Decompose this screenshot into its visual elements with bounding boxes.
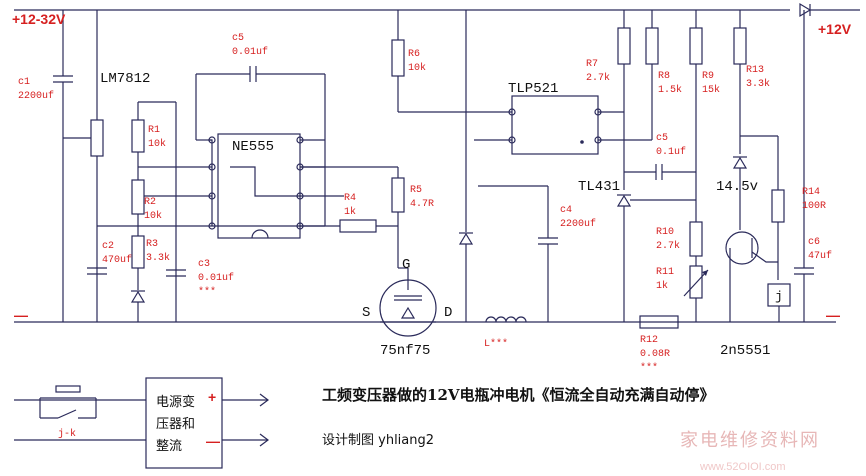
r12-value: 0.08R: [640, 349, 670, 360]
r9-resistor: [689, 27, 703, 65]
jk-label: j-k: [58, 428, 76, 440]
inductor: [485, 316, 527, 323]
r8-resistor: [645, 27, 659, 65]
r9-value: 15k: [702, 84, 720, 96]
c3-ref: c3: [198, 259, 210, 270]
lm7812-regulator: [90, 119, 104, 157]
psu-plus: +: [208, 389, 216, 405]
c1-ref: c1: [18, 77, 30, 88]
c5-value: 0.01uf: [232, 46, 268, 58]
zener-label: 14.5v: [716, 179, 758, 195]
designer-credit: 设计制图 yhliang2: [322, 433, 434, 448]
r4-value: 1k: [344, 206, 356, 218]
r14-resistor: [771, 189, 785, 223]
r8-value: 1.5k: [658, 84, 682, 96]
ne555-chip: [217, 133, 301, 239]
minus-left: —: [14, 307, 28, 323]
r9-ref: R9: [702, 71, 714, 82]
mosfet-pin-d: D: [444, 305, 452, 321]
tl431-label: TL431: [578, 179, 620, 195]
r8-ref: R8: [658, 71, 670, 82]
r1-resistor: [131, 119, 145, 153]
r2-ref: R2: [144, 197, 156, 208]
zener-diode-14v5: [732, 156, 748, 169]
mosfet-pin-g: G: [402, 257, 410, 273]
r11-value: 1k: [656, 280, 668, 292]
tlp521-label: TLP521: [508, 81, 558, 97]
psu-line1: 电源变: [156, 394, 195, 410]
c2-ref: c2: [102, 241, 114, 252]
mosfet-label: 75nf75: [380, 343, 430, 359]
psu-transformer-box: [145, 377, 223, 469]
input-voltage-label: +12-32V: [12, 11, 66, 27]
r7-value: 2.7k: [586, 72, 610, 84]
c5b-ref: c5: [656, 133, 668, 144]
c3-stars: ***: [198, 286, 216, 298]
zener-diode-left: [130, 290, 146, 303]
r13-resistor: [733, 27, 747, 65]
r2-resistor: [131, 179, 145, 215]
watermark-url: www.52OIOI.com: [699, 461, 786, 473]
r6-ref: R6: [408, 49, 420, 60]
r10-ref: R10: [656, 227, 674, 238]
r1-ref: R1: [148, 125, 160, 136]
r5-resistor: [391, 177, 405, 213]
r12-resistor: [639, 315, 679, 329]
c6-ref: c6: [808, 237, 820, 248]
r11-resistor: [689, 265, 703, 299]
psu-line3: 整流: [156, 439, 182, 454]
mosfet-pin-s: S: [362, 305, 370, 321]
freewheel-diode: [458, 232, 474, 245]
r3-ref: R3: [146, 239, 158, 250]
relay-label: j: [775, 289, 783, 304]
output-diode: [799, 2, 812, 18]
r3-resistor: [131, 235, 145, 269]
transistor-label: 2n5551: [720, 343, 770, 359]
c5-ref: c5: [232, 33, 244, 44]
diagram-title: 工频变压器做的12V电瓶冲电机《恒流全自动充满自动停》: [322, 386, 715, 404]
r4-ref: R4: [344, 193, 356, 204]
transistor-2n5551: [725, 231, 759, 265]
c4-value: 2200uf: [560, 218, 596, 230]
lm7812-label: LM7812: [100, 71, 150, 87]
c4-ref: c4: [560, 205, 572, 216]
output-voltage-label: +12V: [818, 21, 852, 37]
r13-value: 3.3k: [746, 78, 770, 90]
r14-value: 100R: [802, 201, 826, 212]
watermark-brand: 家电维修资料网: [680, 430, 820, 451]
r13-ref: R13: [746, 65, 764, 76]
psu-minus: —: [206, 433, 220, 449]
push-button-switch: [55, 385, 81, 393]
ne555-label: NE555: [232, 139, 274, 155]
r6-resistor: [391, 39, 405, 77]
r14-ref: R14: [802, 187, 820, 198]
c5b-value: 0.1uf: [656, 146, 686, 158]
r5-value: 4.7R: [410, 199, 434, 210]
minus-right: —: [826, 307, 840, 323]
r11-ref: R11: [656, 267, 674, 278]
r12-stars: ***: [640, 362, 658, 374]
r7-resistor: [617, 27, 631, 65]
r10-resistor: [689, 221, 703, 257]
jk-contact: [57, 409, 77, 419]
c3-value: 0.01uf: [198, 272, 234, 284]
tlp521-optocoupler: [511, 95, 599, 155]
r7-ref: R7: [586, 59, 598, 70]
r2-value: 10k: [144, 210, 162, 222]
r5-ref: R5: [410, 185, 422, 196]
inductor-label: L***: [484, 338, 508, 350]
r6-value: 10k: [408, 62, 426, 74]
tl431-regulator: [616, 194, 632, 207]
r10-value: 2.7k: [656, 240, 680, 252]
r3-value: 3.3k: [146, 252, 170, 264]
c2-value: 470uf: [102, 254, 132, 266]
psu-line2: 压器和: [156, 417, 195, 432]
c6-value: 47uf: [808, 250, 832, 262]
c1-value: 2200uf: [18, 90, 54, 102]
r4-resistor: [339, 219, 377, 233]
r1-value: 10k: [148, 138, 166, 150]
r12-ref: R12: [640, 335, 658, 346]
